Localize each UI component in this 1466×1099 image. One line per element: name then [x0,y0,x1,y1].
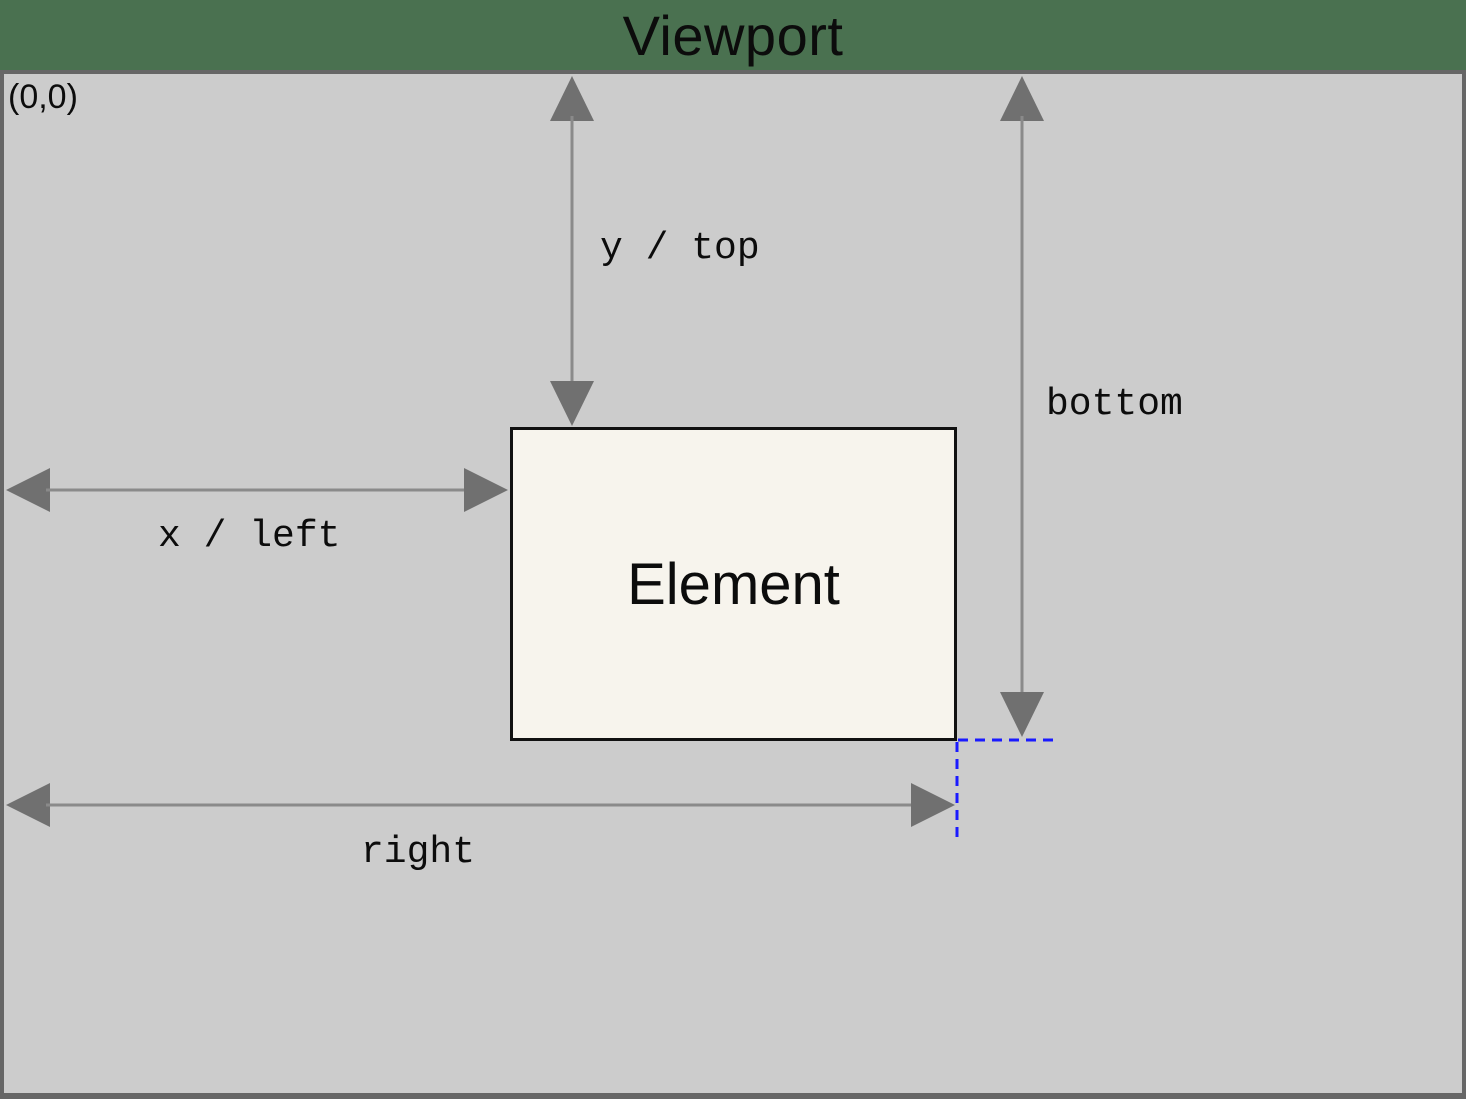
bottom-label: bottom [1046,383,1183,426]
element-box: Element [510,427,957,741]
origin-coordinates-label: (0,0) [8,78,78,116]
y-top-label: y / top [600,227,760,270]
x-left-label: x / left [158,515,341,558]
element-label: Element [627,551,840,617]
viewport-title: Viewport [622,3,844,67]
right-label: right [361,831,476,874]
